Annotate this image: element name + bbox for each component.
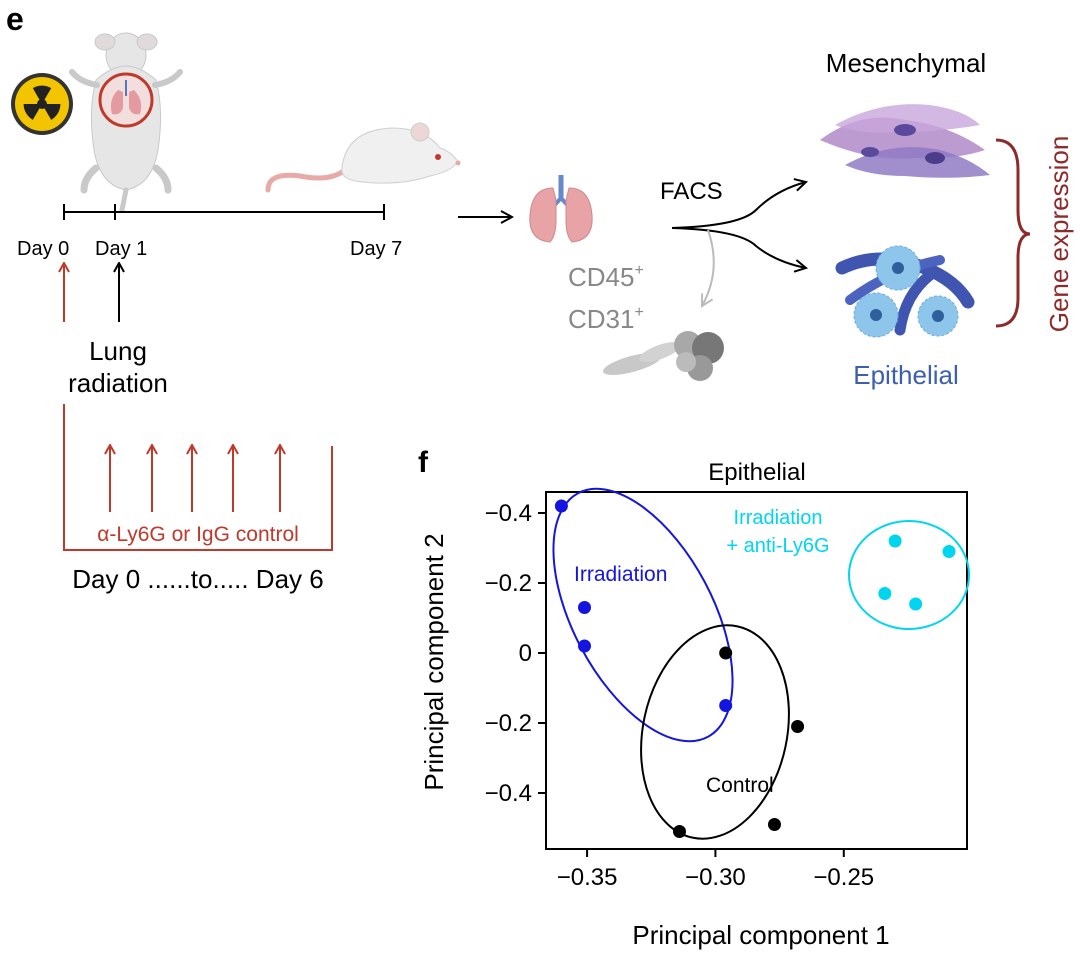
facs-label: FACS (660, 178, 723, 205)
control-annotation: Control (706, 774, 774, 797)
x-axis-label: Principal component 1 (632, 920, 889, 950)
data-point (578, 639, 592, 653)
data-points (554, 499, 956, 838)
data-point (719, 646, 733, 660)
axis-ticks: −0.35 −0.30 −0.25 −0.4 −0.2 0 −0.2 −0.4 (485, 500, 875, 891)
gene-expression-label: Gene expression (1044, 136, 1074, 333)
lung-radiation-line2: radiation (68, 368, 168, 398)
data-point (767, 818, 781, 831)
data-point (554, 499, 568, 513)
panel-e-label: e (6, 1, 24, 37)
y-tick-label: −0.4 (485, 780, 532, 807)
lungs-icon (529, 175, 593, 243)
day7-label: Day 7 (350, 238, 402, 260)
mouse-top-view-illustration (69, 32, 183, 213)
mesenchymal-cells-illustration (820, 104, 990, 178)
cd31-label: CD31+ (568, 304, 644, 334)
mesenchymal-label: Mesenchymal (826, 48, 986, 78)
gene-expression-brace (995, 138, 1031, 328)
radiation-icon (11, 73, 73, 135)
excluded-cells-illustration (602, 331, 724, 381)
facs-excluded-arrow (702, 229, 715, 306)
anti-ly6g-annotation-line2: + anti-Ly6G (726, 535, 829, 557)
data-point (909, 597, 923, 611)
y-axis-label: Principal component 2 (419, 533, 449, 790)
y-tick-label: −0.2 (485, 570, 532, 597)
data-point (719, 699, 733, 712)
day1-label: Day 1 (95, 238, 147, 260)
x-tick-label: −0.35 (557, 864, 618, 891)
lung-radiation-line1: Lung (89, 336, 147, 366)
anti-ly6g-annotation-line1: Irradiation (734, 507, 823, 529)
y-tick-label: −0.2 (485, 710, 532, 737)
day0-label: Day 0 (17, 238, 69, 260)
panel-e: e Da (6, 1, 1074, 594)
epithelial-label: Epithelial (853, 360, 959, 390)
data-point (791, 720, 805, 733)
data-point (878, 587, 892, 600)
y-tick-label: 0 (519, 640, 532, 667)
injection-range: Day 0 ......to..... Day 6 (72, 564, 323, 594)
panel-f-label: f (418, 446, 429, 479)
injection-label: α-Ly6G or IgG control (97, 523, 299, 546)
plot-frame (545, 491, 968, 850)
x-tick-label: −0.30 (685, 864, 746, 891)
chart-title: Epithelial (708, 459, 805, 486)
facs-to-mesenchymal-arrow (671, 182, 806, 229)
cd45-label: CD45+ (568, 262, 644, 292)
epithelial-cells-illustration (835, 245, 975, 338)
y-tick-label: −0.4 (485, 500, 532, 527)
facs-to-epithelial-arrow (671, 227, 806, 268)
data-point (942, 545, 956, 558)
data-point (672, 825, 686, 838)
control-ellipse (640, 624, 790, 840)
panel-f: f Epithelial Principal component 2 Princ… (418, 446, 970, 950)
injection-schedule: α-Ly6G or IgG control Day 0 ......to....… (63, 404, 333, 594)
x-tick-label: −0.25 (813, 864, 874, 891)
data-point (578, 601, 592, 614)
irradiation-annotation: Irradiation (574, 563, 667, 586)
scatter-plot: Principal component 2 Principal componen… (419, 487, 970, 950)
mouse-side-view-illustration (265, 122, 461, 193)
timeline: Day 0 Day 1 Day 7 (17, 204, 402, 260)
anti-ly6g-ellipse (848, 520, 970, 630)
data-point (888, 534, 902, 548)
